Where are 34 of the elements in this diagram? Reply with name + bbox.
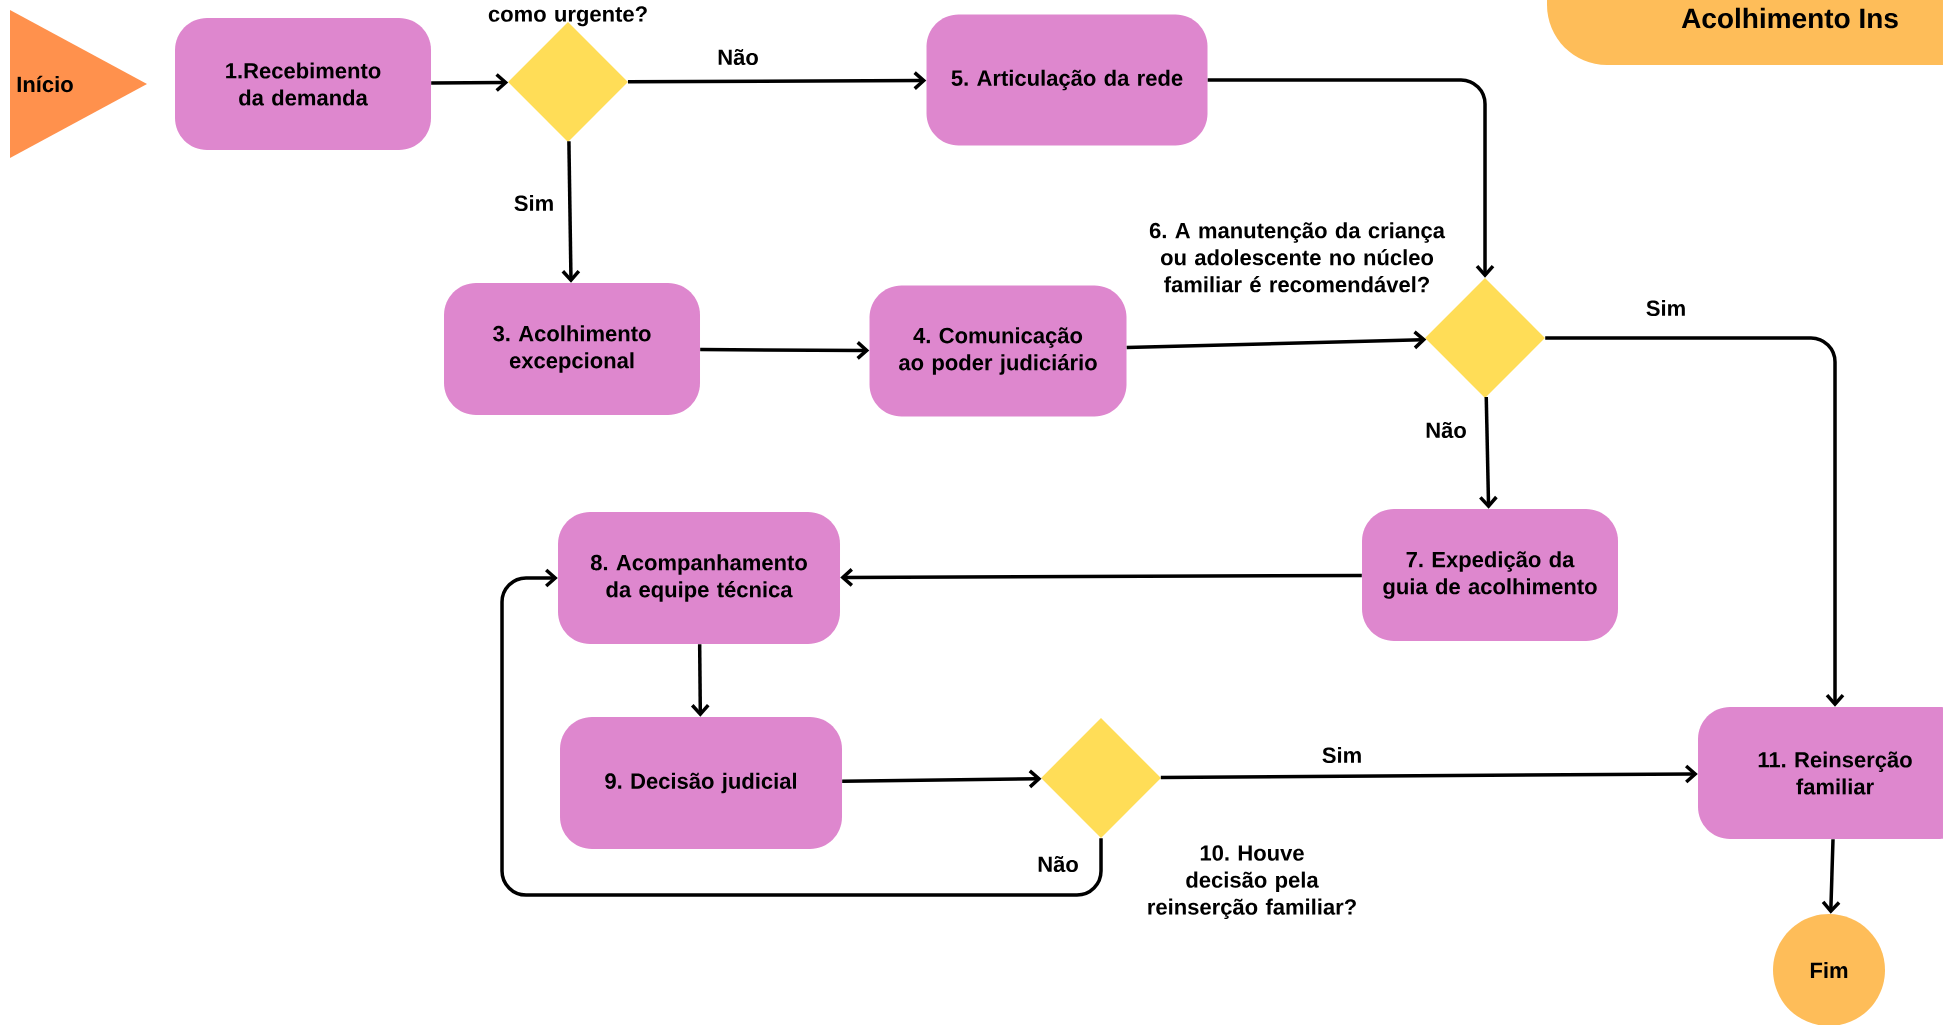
- edge-label: Não: [715, 46, 761, 68]
- process-box: 5. Articulação da rede: [926, 14, 1208, 146]
- arrow: [431, 73, 509, 92]
- edge-label: Não: [1035, 853, 1081, 875]
- arrow: [561, 141, 581, 283]
- process-box: 11. Reinserção familiar: [1698, 707, 1943, 839]
- title-banner: Acolhimento Ins: [1547, 0, 1943, 65]
- arrow: [840, 568, 1362, 587]
- edge-label: Sim: [1319, 744, 1365, 766]
- arrow: [1545, 336, 1845, 707]
- question-text: como urgente?: [488, 6, 647, 27]
- edge-label: Sim: [1643, 297, 1689, 319]
- edge-label: Sim: [511, 192, 557, 214]
- process-box: 4. Comunicação ao poder judiciário: [869, 285, 1127, 417]
- edge-label: Não: [1423, 419, 1469, 441]
- arrow: [1207, 78, 1495, 278]
- process-box: 7. Expedição da guia de acolhimento: [1362, 509, 1618, 641]
- start-triangle: Início: [10, 10, 147, 158]
- arrow: [500, 568, 1103, 897]
- decision-diamond: [1041, 718, 1161, 838]
- arrow: [1126, 330, 1427, 350]
- arrow: [690, 644, 710, 717]
- arrow: [1821, 839, 1841, 914]
- question-text: 6. A manutenção da criança ou adolescente no núcleo familiar é recomendável?: [1149, 222, 1446, 293]
- question-text: 10. Houve decisão pela reinserção familiar?: [1148, 845, 1356, 920]
- process-box: 3. Acolhimento excepcional: [444, 283, 700, 415]
- process-box: 1.Recebimento da demanda: [175, 18, 431, 150]
- arrow: [1479, 396, 1498, 509]
- arrow: [627, 71, 927, 90]
- arrow: [842, 769, 1042, 789]
- arrow: [1160, 764, 1698, 784]
- process-box: 9. Decisão judicial: [560, 717, 842, 849]
- process-box: 8. Acompanhamento da equipe técnica: [558, 512, 840, 644]
- arrow: [700, 341, 870, 360]
